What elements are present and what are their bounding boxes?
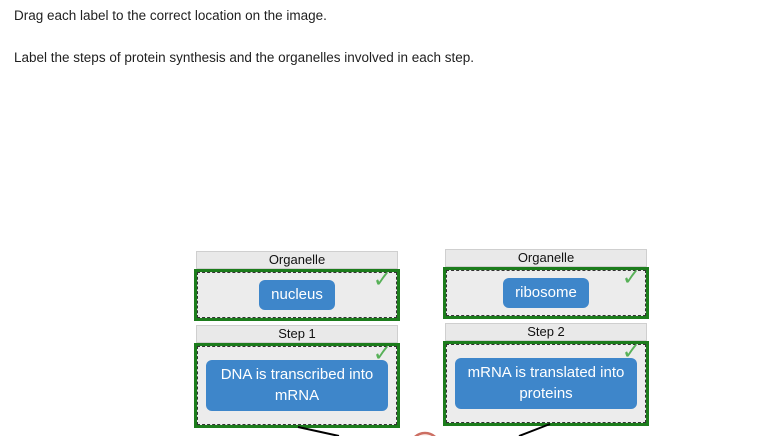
- answer-column-left: Organelle nucleus ✓ Step 1 DNA is transc…: [194, 251, 400, 432]
- pointer-line-left: [297, 426, 340, 436]
- instruction-line-1: Drag each label to the correct location …: [14, 8, 327, 23]
- organelle-dropzone-right[interactable]: ribosome ✓: [443, 266, 649, 319]
- label-chip-nucleus[interactable]: nucleus: [259, 279, 335, 311]
- label-chip-ribosome[interactable]: ribosome: [503, 277, 589, 309]
- label-chip-mrna-translated[interactable]: mRNA is translated into proteins: [455, 358, 637, 409]
- label-chip-dna-transcribed[interactable]: DNA is transcribed into mRNA: [206, 360, 388, 411]
- step1-dropzone[interactable]: DNA is transcribed into mRNA ✓: [194, 342, 400, 428]
- pointer-line-right: [518, 423, 551, 436]
- organelle-dropzone-right-area[interactable]: ribosome: [446, 270, 646, 316]
- illustration-arc: [414, 431, 436, 436]
- step1-dropzone-area[interactable]: DNA is transcribed into mRNA: [197, 346, 397, 425]
- organelle-dropzone-left[interactable]: nucleus ✓: [194, 268, 400, 321]
- step1-header: Step 1: [196, 325, 398, 343]
- answer-column-right: Organelle ribosome ✓ Step 2 mRNA is tran…: [443, 249, 649, 430]
- organelle-dropzone-left-area[interactable]: nucleus: [197, 272, 397, 318]
- step2-dropzone-area[interactable]: mRNA is translated into proteins: [446, 344, 646, 423]
- diagram-pointer-overlay: [297, 423, 551, 436]
- organelle-header-right: Organelle: [445, 249, 647, 267]
- instruction-line-2: Label the steps of protein synthesis and…: [14, 50, 475, 65]
- step2-dropzone[interactable]: mRNA is translated into proteins ✓: [443, 340, 649, 426]
- step2-header: Step 2: [445, 323, 647, 341]
- organelle-header-left: Organelle: [196, 251, 398, 269]
